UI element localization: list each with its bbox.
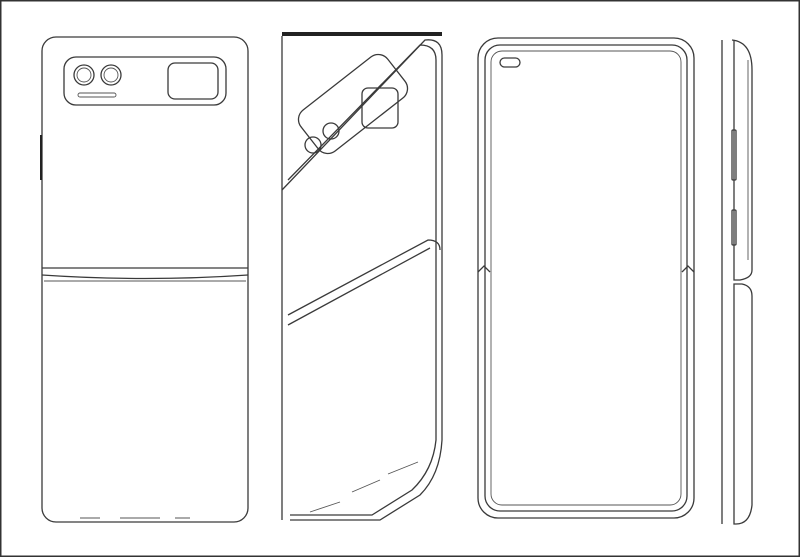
perspective-view — [281, 32, 443, 521]
front-view — [477, 37, 695, 519]
camera-lens-icon — [304, 136, 322, 154]
back-view — [40, 36, 249, 523]
camera-lens-icon — [73, 64, 95, 86]
camera-lens-icon — [322, 122, 340, 140]
main-screen — [490, 50, 682, 506]
cover-screen — [361, 87, 399, 129]
side-view — [721, 39, 753, 525]
camera-module — [297, 53, 409, 155]
cover-screen — [167, 62, 219, 100]
punch-hole-camera — [499, 57, 521, 68]
power-button — [731, 129, 737, 181]
camera-lens-icon — [100, 64, 122, 86]
volume-button — [731, 209, 737, 246]
camera-module — [63, 56, 227, 106]
